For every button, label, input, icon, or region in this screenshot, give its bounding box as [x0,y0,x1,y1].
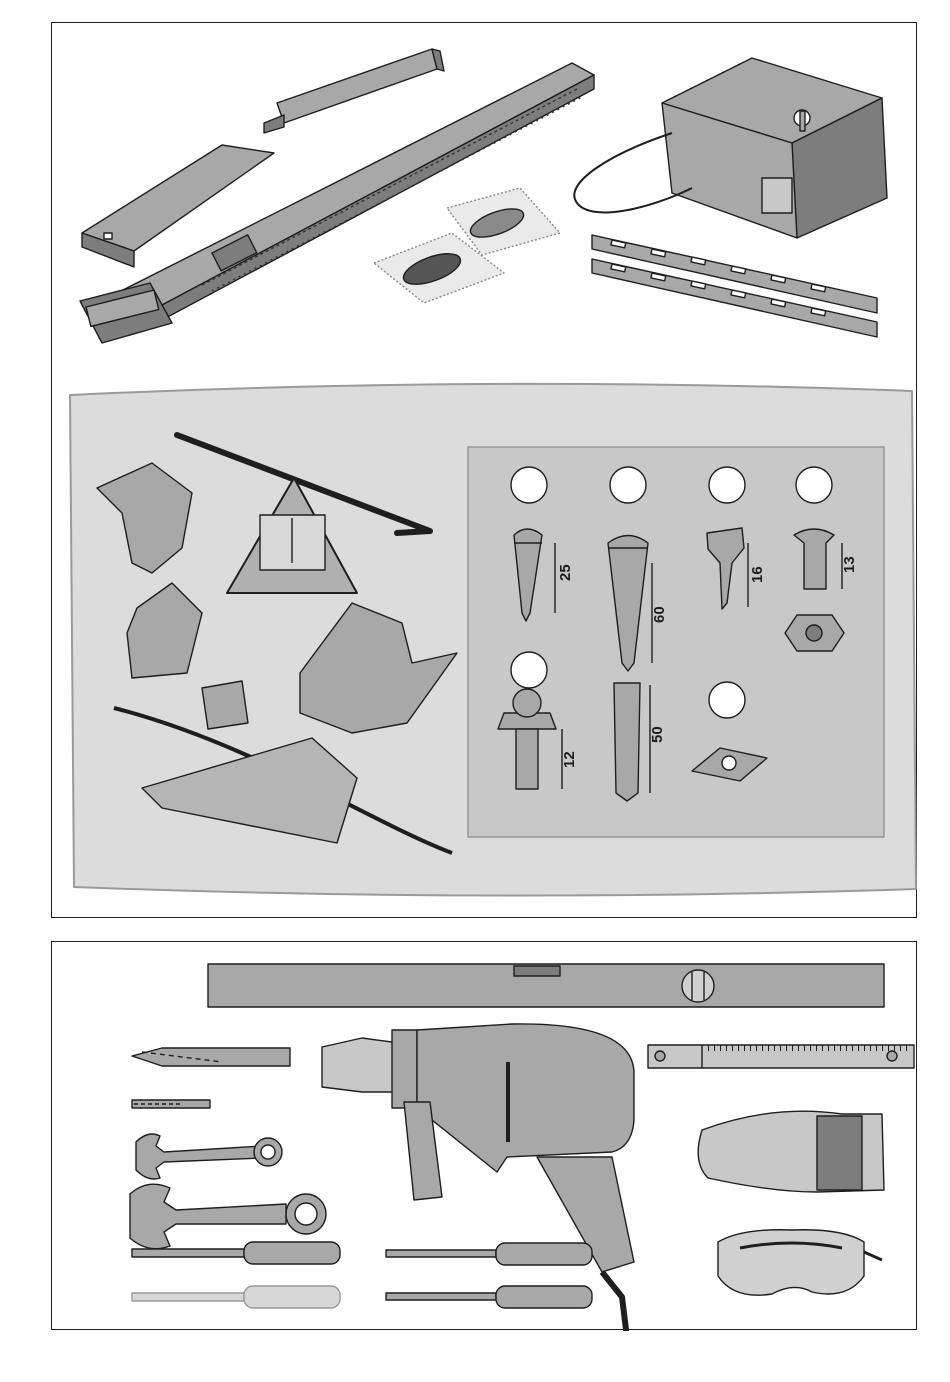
dimension-label: 13 [841,556,858,573]
callout-circle [709,467,745,503]
parts-illustration: 25 60 16 13 12 50 [52,23,918,919]
handheld-transmitter [374,188,560,303]
spirit-level-icon [208,964,884,1007]
masonry-drill-bit-icon [132,1048,290,1066]
flange-nut [785,615,844,651]
dimension-label: 12 [561,751,578,768]
callout-circle [709,682,745,718]
folding-ruler-icon [648,1045,914,1068]
cord-end-cap [202,681,248,729]
parts-panel: 25 60 16 13 12 50 [51,22,917,918]
callout-circle [511,467,547,503]
safety-goggles-icon [718,1230,882,1295]
metal-drill-bit-icon [132,1100,210,1108]
torx-screwdriver-faded-icon [132,1286,340,1308]
operator-motor-unit [662,58,887,238]
work-gloves-icon [698,1111,884,1192]
dimension-label: 60 [651,606,668,623]
rail-end-piece [264,49,444,133]
tools-panel [51,941,917,1330]
drill-icon [322,1024,634,1331]
callout-circle [610,467,646,503]
dimension-label: 25 [557,564,574,581]
dimension-label: 16 [749,566,766,583]
callout-circle [796,467,832,503]
flat-screwdriver-icon [386,1243,592,1265]
open-end-wrench-icon [136,1134,282,1179]
perforated-mounting-strap [592,235,877,337]
combination-wrench-icon [130,1184,326,1249]
callout-circle [511,652,547,688]
tools-illustration [52,942,918,1331]
phillips-screwdriver-icon [386,1286,592,1308]
dimension-label: 50 [649,726,666,743]
